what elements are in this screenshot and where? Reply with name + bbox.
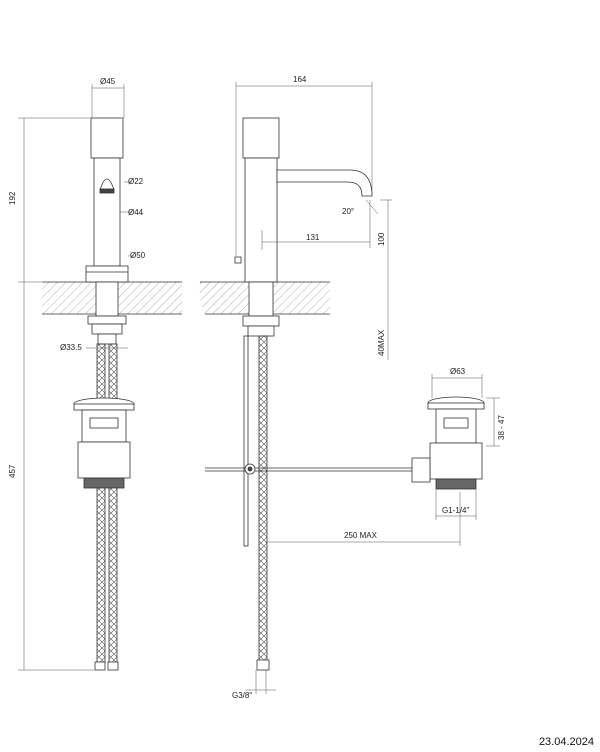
dim-spout-height: 100	[377, 232, 386, 246]
faucet-side-view	[205, 117, 412, 671]
drawing-date: 23.04.2024	[538, 736, 594, 748]
dim-top-diameter: Ø45	[100, 77, 116, 86]
dim-base-diameter: Ø50	[130, 251, 146, 260]
dim-spout-angle: 20°	[342, 207, 354, 216]
dim-spout-reach: 131	[306, 233, 320, 242]
dim-body-diameter: Ø44	[128, 208, 144, 217]
faucet-front-view	[85, 117, 129, 671]
dim-hose-thread: G3/8"	[232, 691, 252, 700]
dim-waste-cap-diameter: Ø63	[450, 367, 466, 376]
dim-total-length: 457	[8, 464, 17, 478]
dim-waste-thread: G1-1/4"	[442, 506, 469, 515]
waste-front-view	[73, 397, 135, 489]
dim-deck-max: 40MAX	[377, 329, 386, 356]
dim-spout-outlet-diameter: Ø22	[128, 177, 144, 186]
dim-side-reach: 164	[293, 75, 307, 84]
dim-waste-max: 250 MAX	[344, 531, 378, 540]
dim-total-height: 192	[8, 191, 17, 205]
dim-waste-height-range: 38 - 47	[497, 415, 506, 440]
dim-shank-diameter: Ø33.5	[60, 343, 82, 352]
dimension-lines	[18, 82, 500, 694]
waste-side-view	[411, 396, 485, 490]
